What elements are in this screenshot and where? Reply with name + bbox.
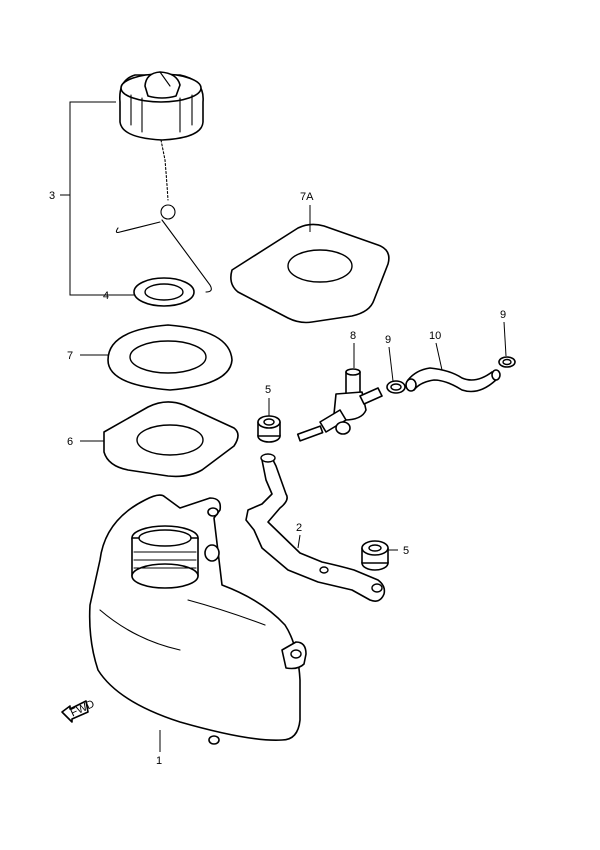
part-labels: 3 4 7 6 7A 5 5 2 8 9 9 10 1 — [49, 190, 506, 767]
leader-2 — [297, 534, 301, 549]
label-part-9-left: 9 — [385, 334, 391, 346]
fwd-arrow-icon: FWD — [61, 698, 97, 723]
leader-3-bracket — [69, 101, 116, 296]
grommet-lower — [361, 540, 389, 571]
label-part-3: 3 — [49, 190, 55, 202]
label-part-9-right: 9 — [500, 309, 506, 321]
label-part-10: 10 — [429, 330, 441, 342]
square-washer — [230, 223, 390, 324]
hose-clip-right — [498, 356, 516, 368]
label-part-7: 7 — [67, 350, 73, 362]
label-part-4: 4 — [103, 290, 109, 302]
leader-lines — [60, 101, 507, 752]
label-part-5-lower: 5 — [403, 545, 409, 557]
tank-gasket-plate — [103, 401, 239, 478]
leader-9b — [503, 321, 507, 357]
fwd-arrow-label: FWD — [69, 698, 97, 719]
leader-10 — [435, 342, 443, 371]
mounting-bracket — [245, 453, 386, 602]
leader-9a — [388, 346, 394, 382]
label-part-5-upper: 5 — [265, 384, 271, 396]
label-part-7a: 7A — [300, 191, 314, 203]
fuel-hose — [405, 367, 501, 393]
fuel-cock — [296, 368, 383, 442]
hose-clip-left — [386, 380, 406, 394]
label-part-1: 1 — [156, 755, 162, 767]
grommet-upper — [257, 415, 281, 443]
fuel-cap-assembly — [115, 71, 212, 293]
label-part-8: 8 — [350, 330, 356, 342]
label-part-6: 6 — [67, 436, 73, 448]
label-part-2: 2 — [296, 522, 302, 534]
cap-gasket — [133, 277, 195, 307]
flange-washer — [107, 324, 233, 391]
fuel-cap — [118, 71, 204, 141]
cap-tether — [115, 139, 212, 293]
fuel-tank — [88, 494, 307, 745]
